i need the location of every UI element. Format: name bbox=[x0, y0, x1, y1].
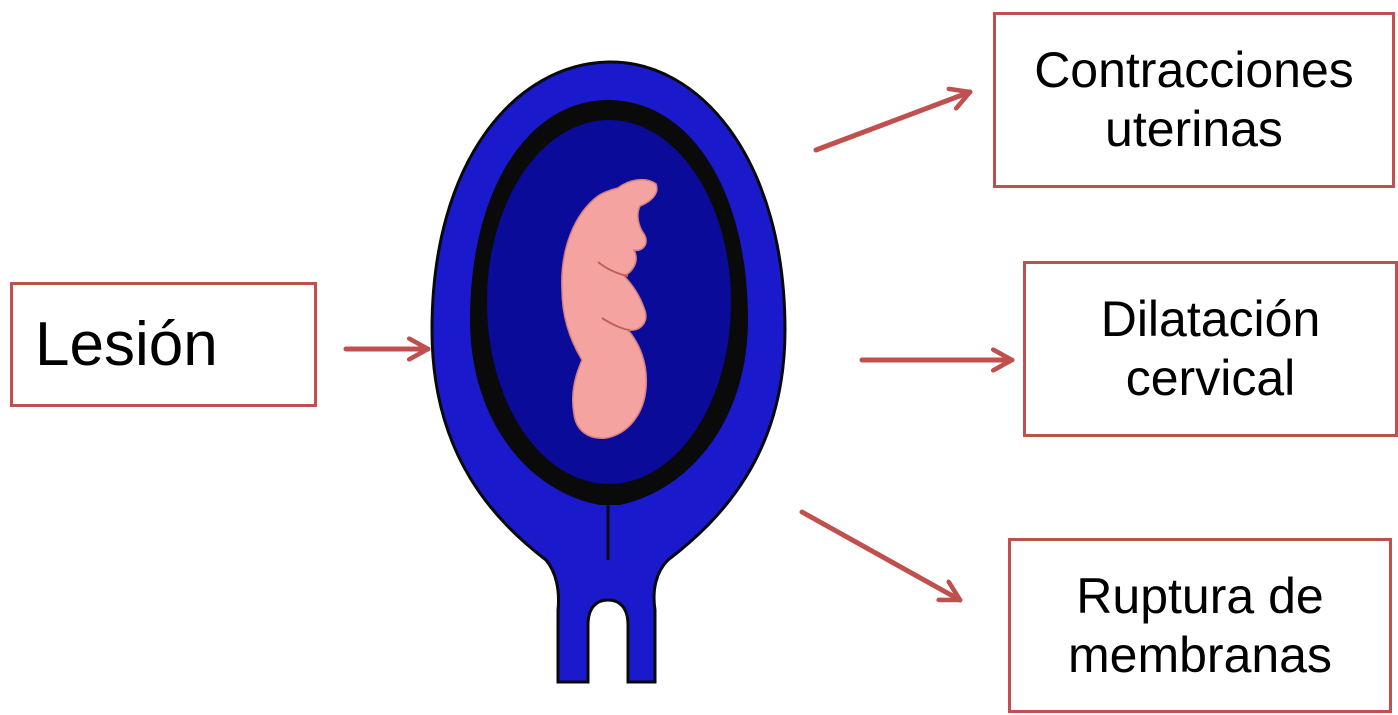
dilatacion-label-line1: Dilatación bbox=[1101, 290, 1321, 349]
ruptura-label-line2: membranas bbox=[1068, 626, 1332, 685]
contracciones-uterinas-box: Contracciones uterinas bbox=[993, 12, 1395, 188]
contracciones-label-line1: Contracciones bbox=[1034, 41, 1354, 100]
lesion-box: Lesión bbox=[10, 282, 317, 407]
lesion-label: Lesión bbox=[35, 308, 218, 381]
dilatacion-label-line2: cervical bbox=[1101, 349, 1321, 408]
uterus-with-fetus-illustration bbox=[432, 62, 785, 682]
arrow-to-ruptura bbox=[802, 512, 960, 600]
contracciones-label-line2: uterinas bbox=[1034, 100, 1354, 159]
ruptura-label-line1: Ruptura de bbox=[1068, 567, 1332, 626]
dilatacion-cervical-box: Dilatación cervical bbox=[1023, 261, 1398, 437]
arrow-to-contracciones bbox=[816, 92, 970, 150]
ruptura-membranas-box: Ruptura de membranas bbox=[1008, 538, 1392, 713]
